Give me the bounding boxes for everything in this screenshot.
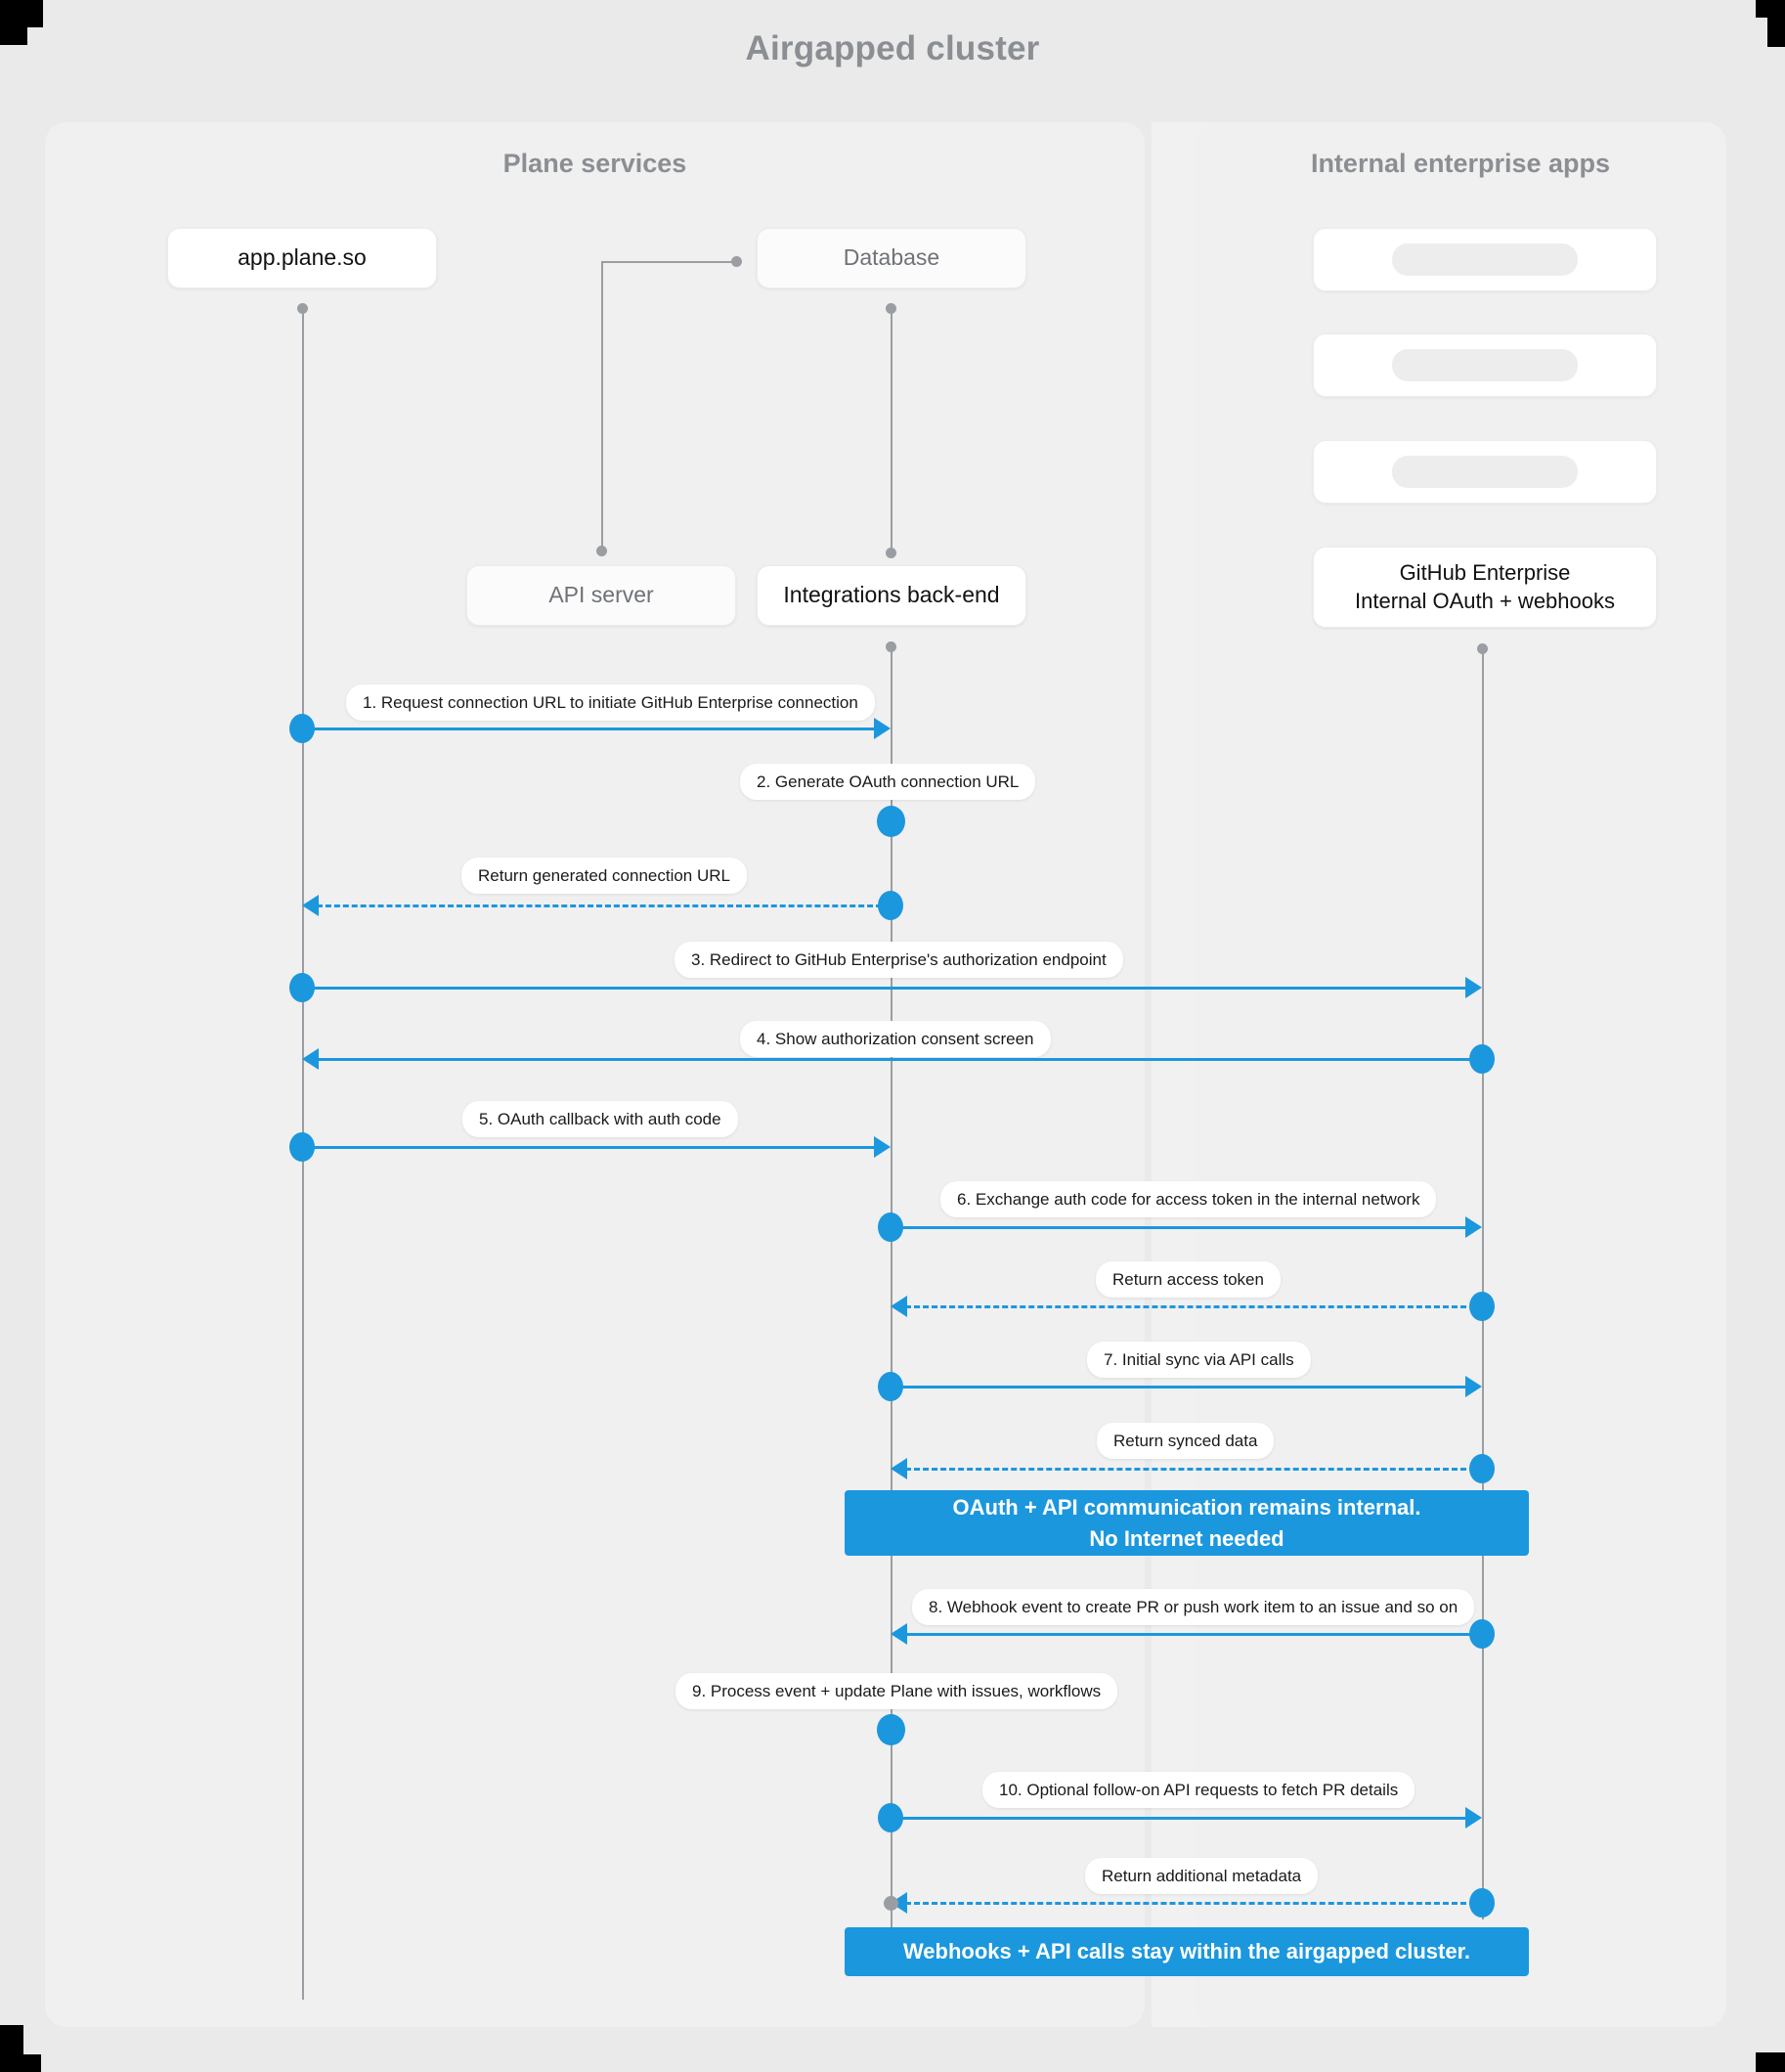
- node-label: Integrations back-end: [783, 582, 1000, 608]
- crop-mark-bottom-left-2: [0, 2054, 41, 2072]
- note-banner-2: Webhooks + API calls stay within the air…: [845, 1927, 1529, 1976]
- placeholder-bar: [1392, 243, 1578, 276]
- page-title: Airgapped cluster: [745, 29, 1040, 67]
- message-label-3: Return generated connection URL: [461, 858, 747, 895]
- node-label: API server: [548, 582, 654, 608]
- message-line-4: [302, 987, 1465, 990]
- note-line1: OAuth + API communication remains intern…: [952, 1494, 1421, 1520]
- placeholder-bar: [1392, 456, 1578, 488]
- message-label-6: 5. OAuth callback with auth code: [462, 1101, 738, 1138]
- node-label-line1: GitHub Enterprise: [1399, 560, 1571, 586]
- message-label-11: 8. Webhook event to create PR or push wo…: [912, 1589, 1475, 1626]
- node-label-line2: Internal OAuth + webhooks: [1355, 588, 1615, 613]
- crop-mark-top-right: [1756, 0, 1785, 18]
- message-arrow-1: [874, 718, 891, 739]
- message-arrow-8: [891, 1296, 907, 1317]
- elbow-connector-horizontal: [601, 261, 735, 263]
- message-line-1: [302, 727, 876, 730]
- message-label-14: Return additional metadata: [1085, 1858, 1319, 1895]
- message-line-8: [905, 1305, 1475, 1308]
- crop-mark-top-left-2: [0, 27, 27, 45]
- placeholder-card-1: [1313, 228, 1657, 291]
- lifeline-integrations-backend: [891, 646, 892, 1931]
- message-arrow-6: [874, 1136, 891, 1158]
- note-banner-1: OAuth + API communication remains intern…: [845, 1490, 1529, 1556]
- message-line-10: [905, 1468, 1475, 1471]
- message-label-8: Return access token: [1096, 1261, 1281, 1299]
- message-line-9: [891, 1386, 1465, 1389]
- message-label-4: 3. Redirect to GitHub Enterprise's autho…: [675, 942, 1123, 979]
- message-label-1: 1. Request connection URL to initiate Gi…: [346, 684, 875, 722]
- message-label-9: 7. Initial sync via API calls: [1087, 1342, 1311, 1379]
- placeholder-card-2: [1313, 333, 1657, 397]
- message-line-5: [317, 1058, 1475, 1061]
- node-database[interactable]: Database: [757, 228, 1026, 288]
- message-arrow-3: [302, 895, 319, 916]
- message-line-13: [891, 1817, 1465, 1820]
- panel-title-internal-enterprise-apps: Internal enterprise apps: [1310, 149, 1611, 178]
- crop-mark-bottom-left: [0, 2025, 23, 2054]
- message-label-13: 10. Optional follow-on API requests to f…: [982, 1772, 1415, 1809]
- note-line1: Webhooks + API calls stay within the air…: [902, 1939, 1471, 1964]
- message-endpoint-3-start: [878, 891, 903, 920]
- message-line-3: [317, 904, 882, 907]
- panel-internal-enterprise-apps: Internal enterprise apps: [1195, 122, 1726, 2027]
- node-github-enterprise[interactable]: GitHub Enterprise Internal OAuth + webho…: [1313, 547, 1657, 628]
- message-arrow-10: [891, 1458, 907, 1479]
- message-selfdot-12: [877, 1714, 905, 1745]
- message-arrow-4: [1465, 977, 1482, 998]
- panel-plane-services: Plane services: [45, 122, 1145, 2027]
- crop-mark-bottom-right: [1756, 2052, 1785, 2072]
- message-line-11: [905, 1633, 1475, 1636]
- message-arrow-13: [1465, 1807, 1482, 1829]
- message-line-7: [891, 1226, 1465, 1229]
- node-integrations-backend[interactable]: Integrations back-end: [757, 565, 1026, 626]
- message-label-12: 9. Process event + update Plane with iss…: [675, 1673, 1118, 1710]
- message-arrow-7: [1465, 1216, 1482, 1238]
- lifeline-github-enterprise: [1482, 648, 1484, 1919]
- message-arrow-11: [891, 1623, 907, 1645]
- node-api-server[interactable]: API server: [466, 565, 736, 626]
- message-selfdot-2: [877, 806, 905, 837]
- message-line-14: [905, 1902, 1475, 1905]
- message-line-6: [302, 1146, 876, 1149]
- message-arrow-5: [302, 1048, 319, 1070]
- elbow-endpoint-dot-database: [731, 256, 742, 267]
- node-label: app.plane.so: [238, 244, 367, 271]
- message-label-7: 6. Exchange auth code for access token i…: [940, 1181, 1437, 1218]
- message-arrow-9: [1465, 1376, 1482, 1397]
- placeholder-card-3: [1313, 440, 1657, 504]
- lifeline-dot-database-end: [886, 548, 896, 558]
- node-app-plane-so[interactable]: app.plane.so: [167, 228, 437, 288]
- message-label-5: 4. Show authorization consent screen: [740, 1021, 1051, 1058]
- message-label-2: 2. Generate OAuth connection URL: [740, 764, 1036, 801]
- elbow-endpoint-dot-api: [596, 546, 607, 556]
- node-label: Database: [843, 244, 940, 271]
- crop-mark-top-left: [0, 0, 43, 27]
- note-line2: No Internet needed: [1089, 1525, 1284, 1551]
- lifeline-database: [891, 308, 892, 552]
- message-endpoint-14-end: [884, 1896, 898, 1911]
- placeholder-bar: [1392, 349, 1578, 381]
- crop-mark-top-right-2: [1767, 18, 1785, 47]
- message-label-10: Return synced data: [1097, 1423, 1275, 1460]
- panel-title-plane-services: Plane services: [502, 149, 687, 178]
- elbow-connector-vertical: [601, 261, 603, 551]
